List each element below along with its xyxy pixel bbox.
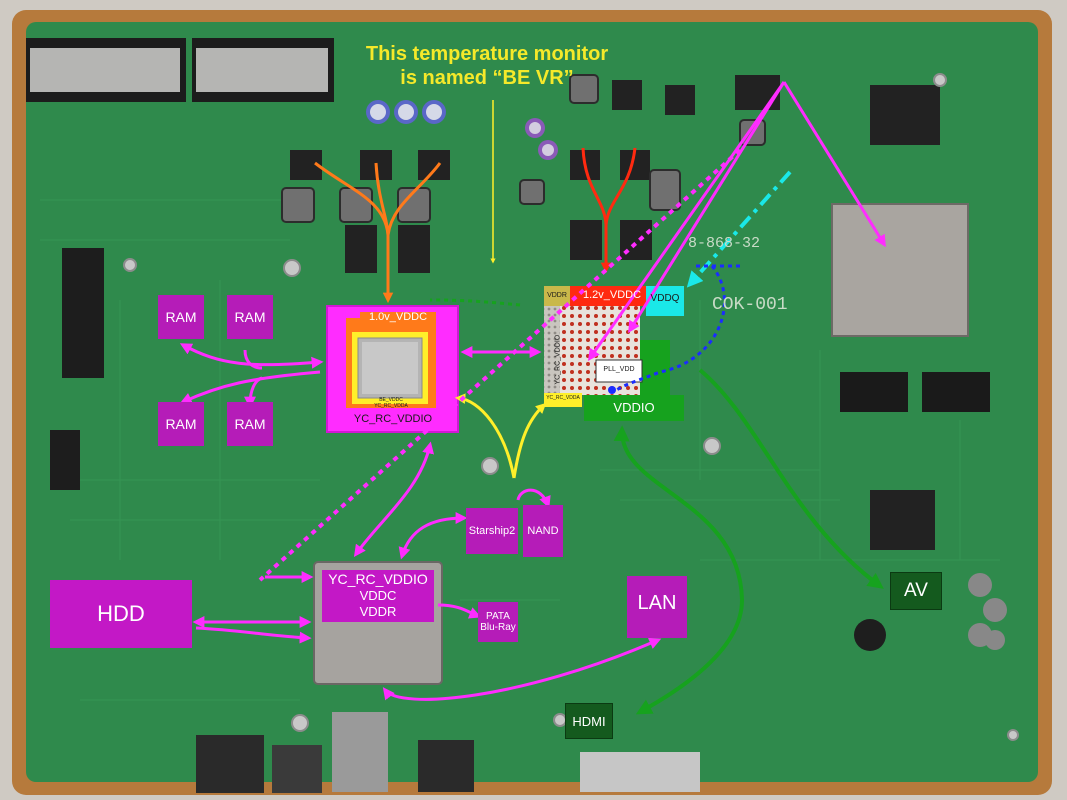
bluray-label: Blu-Ray [480,622,516,633]
nand-chip: NAND [523,505,563,557]
ram-chip-1: RAM [158,295,204,339]
cell-vddc-label: 1.0v_VDDC [360,311,436,324]
southbridge-rail-2: VDDC [359,588,397,603]
cell-processor [326,305,459,433]
left-connector [62,248,104,378]
rsx-side-vddio-label: YC_RC_VDDIO [554,334,562,385]
ram-chip-4: RAM [227,402,273,446]
av-chip: AV [890,572,942,610]
yellow-vdda-arrows [454,100,547,479]
annotation-line-1: This temperature monitor [365,43,609,65]
hdd-connector: HDD [50,580,192,648]
ram-chip-3: RAM [158,402,204,446]
red-vddc-arrows [581,147,637,274]
pata-label: PATA [486,611,510,622]
rsx-vddio-label: VDDIO [613,400,655,415]
green-vddio-arrows [613,368,884,715]
capacitors-top [366,100,1007,651]
rsx-vddc-block [566,286,656,306]
magenta-bus-arrows [179,81,886,701]
inductors [281,74,766,223]
blue-pll-arrows [613,264,740,394]
pcb-code: COK-001 [712,295,788,315]
pcb-marking: 8-868-32 [688,235,761,252]
rsx-processor [544,286,684,421]
annotation-line-2: is named “BE VR” [400,67,574,89]
large-chip-right [831,203,969,337]
hdmi-chip: HDMI [565,703,613,739]
southbridge-rail-1: YC_RC_VDDIO [328,571,428,587]
pcb [26,22,1038,782]
orange-vddc-arrows [314,161,442,304]
ram-chips-right [840,372,990,412]
cell-vddio-label: YC_RC_VDDIO [353,413,433,425]
pata-bluray-chip: PATA Blu-Ray [478,602,518,642]
rsx-vddr-label: VDDR [547,292,567,299]
rsx-vddq-label: VDDQ [650,293,680,304]
cell-small-label-2: YC_RC_VDDA [374,403,408,409]
southbridge-label-box [322,570,434,622]
ram-chip-2: RAM [227,295,273,339]
cell-small-label-1: BE_VDDC [379,397,403,403]
rsx-vdda-label: YC_RC_VDDA [546,395,580,401]
bottom-ports [196,712,700,793]
rsx-pll-label: PLL_VDD [603,366,635,373]
lan-chip: LAN [627,576,687,638]
starship2-chip: Starship2 [466,508,518,554]
southbridge-rail-3: VDDR [359,604,397,619]
rsx-vddc-label: 1.2v_VDDC [582,289,642,301]
